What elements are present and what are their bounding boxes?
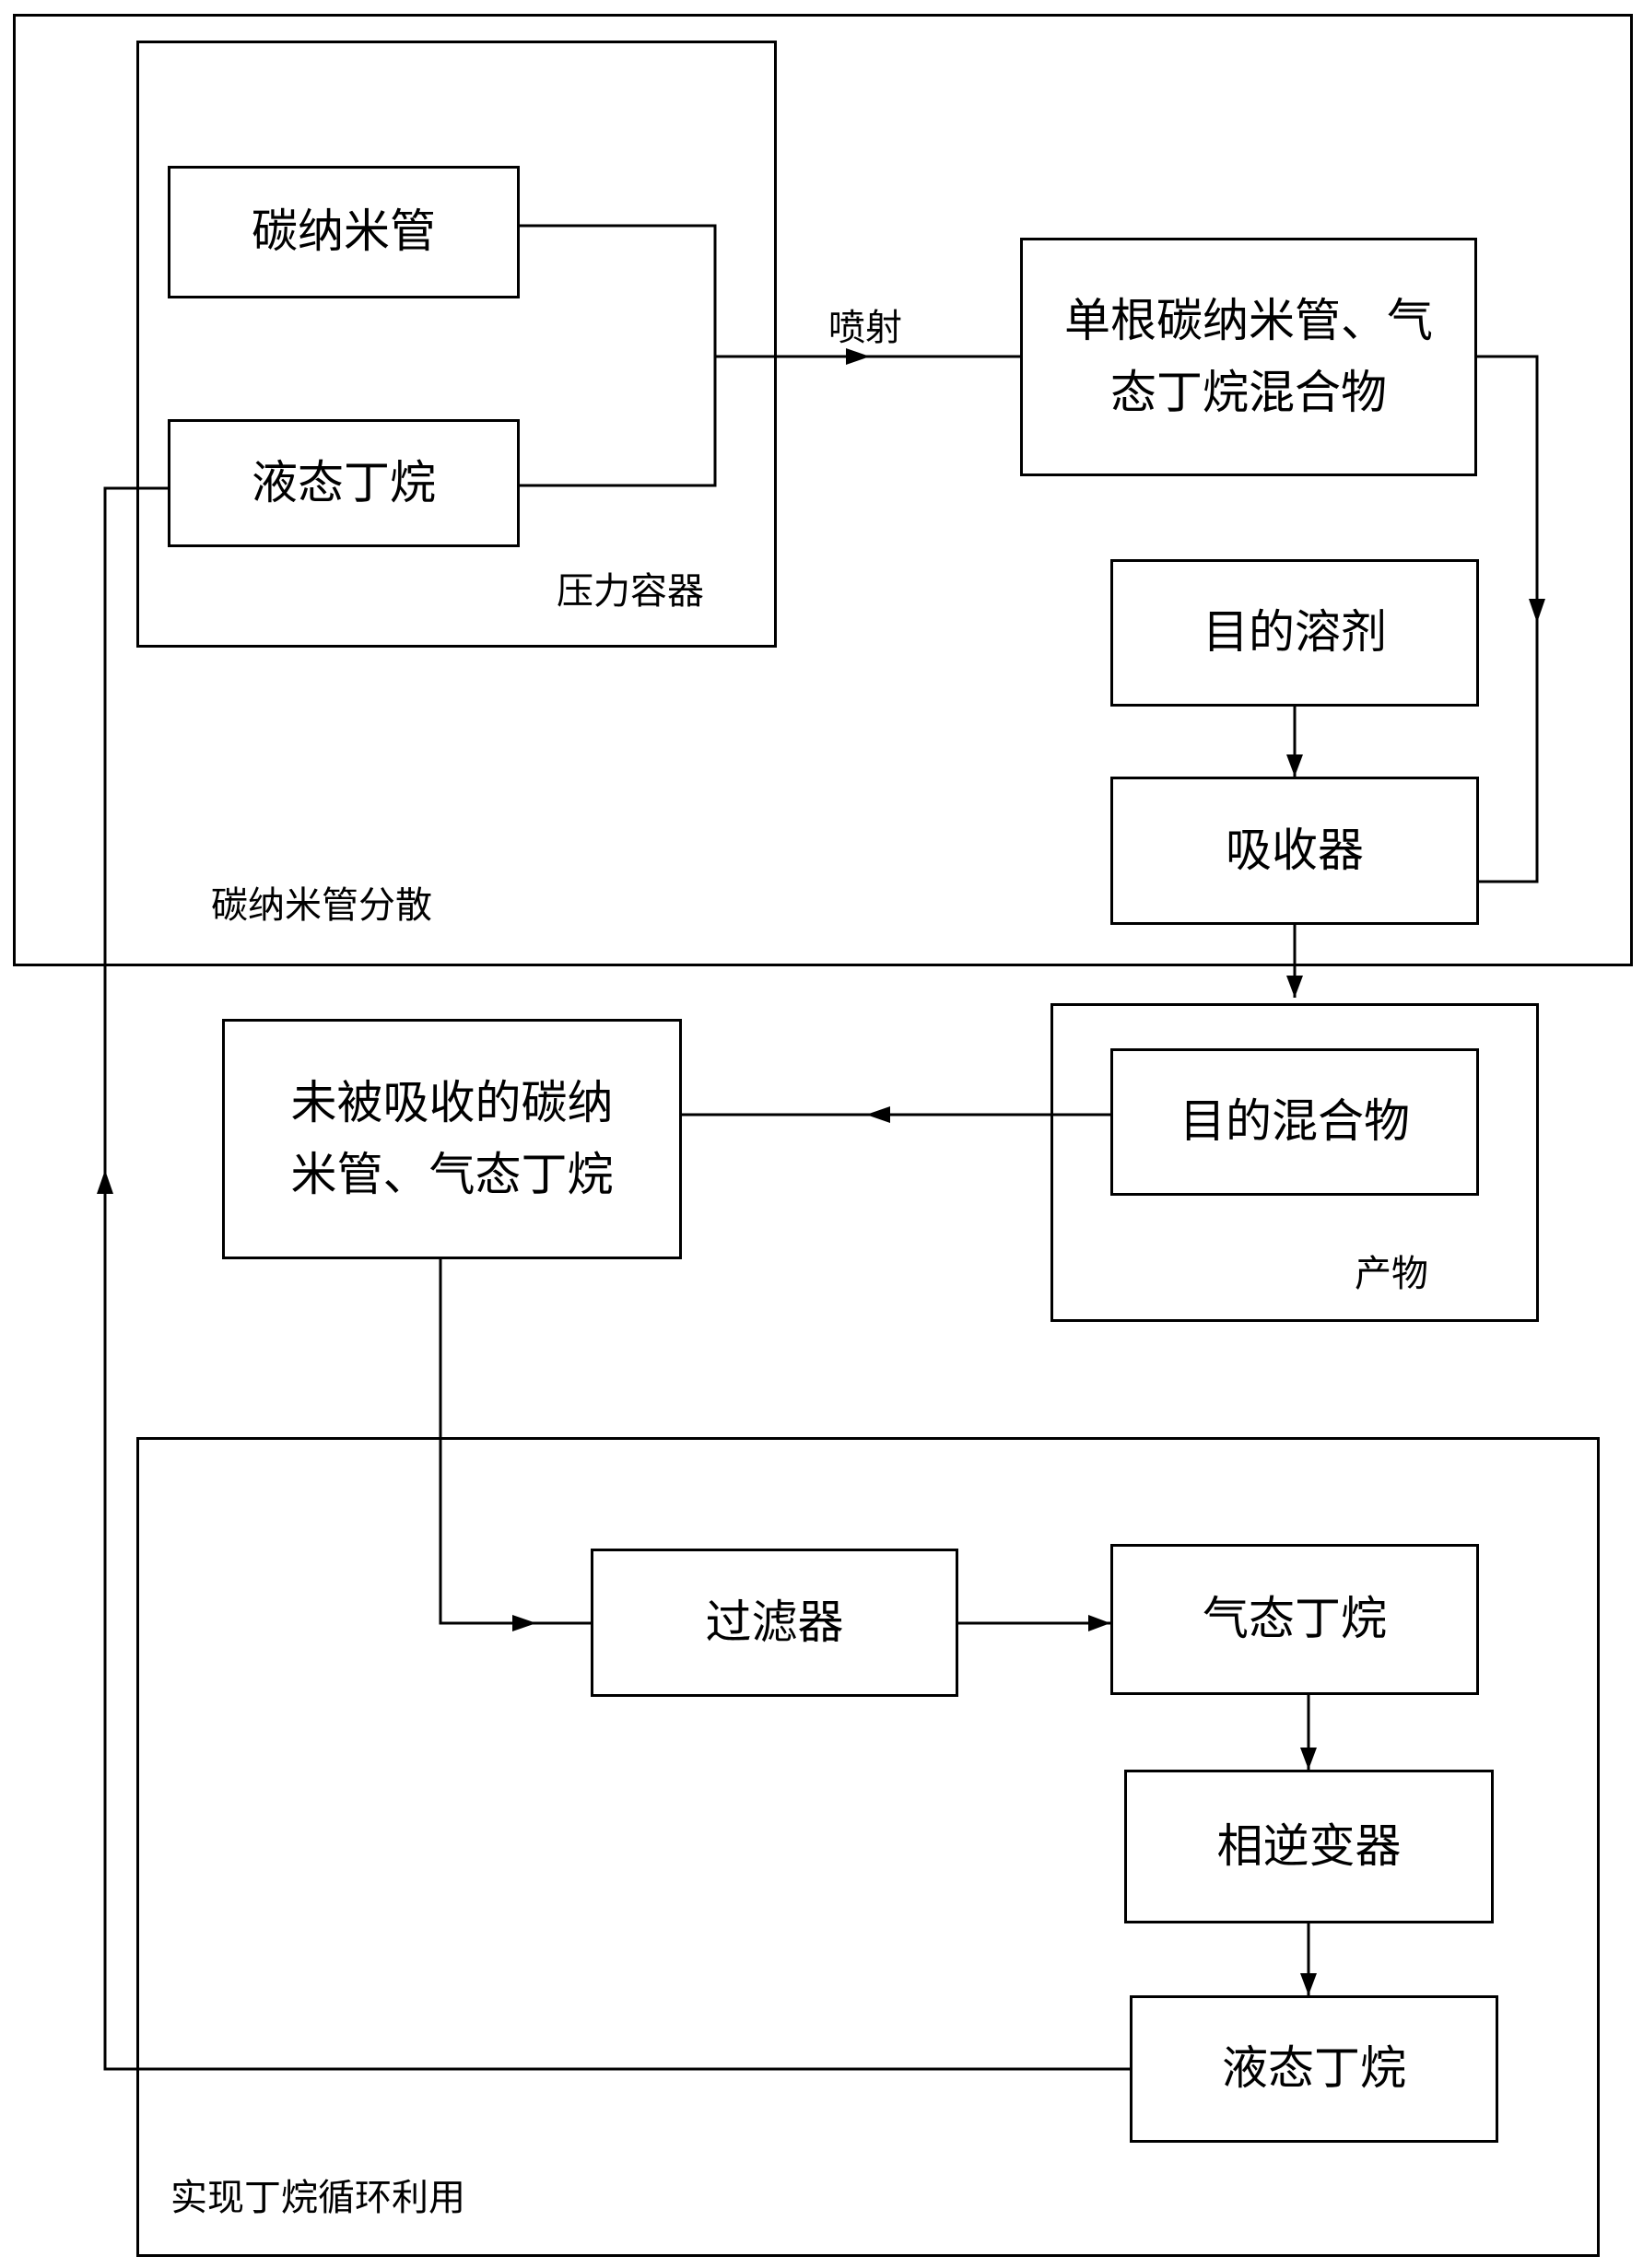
label-product: 产物 [1355,1244,1428,1297]
node-unabsorbed: 未被吸收的碳纳 米管、气态丁烷 [222,1019,682,1259]
node-liquid-butane-bottom: 液态丁烷 [1130,1995,1498,2143]
label-pressure-vessel: 压力容器 [557,561,704,614]
label-recycle: 实现丁烷循环利用 [170,2168,465,2221]
node-cnt: 碳纳米管 [168,166,520,298]
node-phase-inverter: 相逆变器 [1124,1770,1494,1923]
edge-liquid-merge [520,357,715,485]
node-filter: 过滤器 [591,1549,958,1697]
arrowhead-solvent-absorber [1286,754,1303,777]
node-liquid-butane-top: 液态丁烷 [168,419,520,547]
arrowhead-inverter-liquid [1300,1973,1317,1995]
edge-cnt-merge [520,226,715,357]
node-mixture-line1: 单根碳纳米管、气 [1064,286,1433,357]
edge-mixture-absorber [1477,357,1537,882]
label-dispersion: 碳纳米管分散 [211,875,432,929]
arrowhead-mixture-down [1529,599,1545,623]
edge-unabsorbed-filter [440,1259,591,1623]
node-absorber: 吸收器 [1110,777,1479,925]
arrowhead-filter-gas [1088,1615,1110,1631]
edge-recycle-loop [105,488,1130,2069]
label-spray: 喷射 [828,298,902,351]
arrowhead-product-unabsorbed [866,1106,890,1123]
node-mixture-line2: 态丁烷混合物 [1064,357,1433,429]
arrowhead-absorber-product [1286,976,1303,998]
node-gas-butane: 气态丁烷 [1110,1544,1479,1695]
node-unabsorbed-line2: 米管、气态丁烷 [291,1140,614,1211]
arrowhead-unabsorbed-filter [512,1615,536,1631]
node-mixture: 单根碳纳米管、气 态丁烷混合物 [1020,238,1477,476]
node-unabsorbed-line1: 未被吸收的碳纳 [291,1068,614,1140]
arrowhead-recycle-up [97,1170,113,1194]
node-target-mixture: 目的混合物 [1110,1048,1479,1196]
node-target-solvent: 目的溶剂 [1110,559,1479,707]
arrowhead-gas-inverter [1300,1748,1317,1770]
